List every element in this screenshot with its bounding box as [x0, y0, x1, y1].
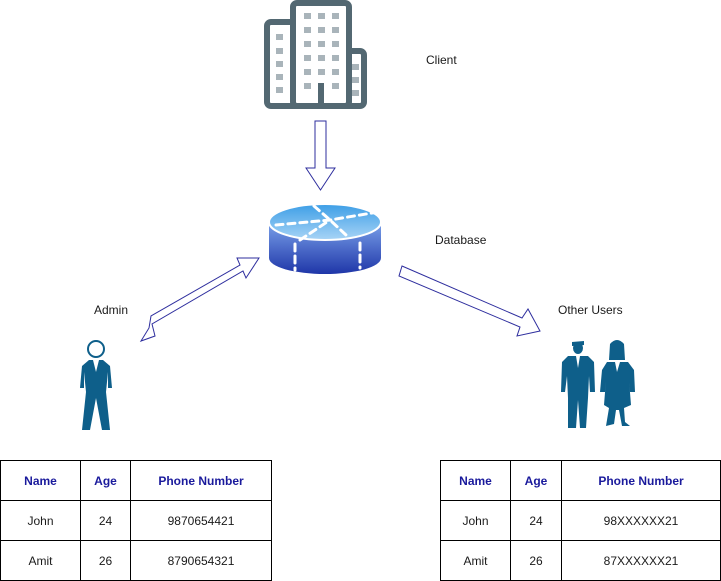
businesswoman-figure	[600, 340, 635, 426]
businessman-figure	[561, 341, 595, 428]
cell-age: 26	[80, 540, 131, 581]
admin-label: Admin	[94, 303, 129, 317]
cell-name: John	[0, 500, 81, 541]
header-age: Age	[80, 460, 131, 501]
other-users-label: Other Users	[558, 303, 623, 317]
cell-phone: 98XXXXXX21	[561, 500, 721, 541]
table-row: Amit 26 87XXXXXX21	[440, 540, 721, 581]
header-name: Name	[440, 460, 511, 501]
cell-age: 24	[80, 500, 131, 541]
arrow-admin-database	[139, 257, 260, 342]
database-label: Database	[435, 233, 487, 247]
cell-name: Amit	[440, 540, 511, 581]
cell-phone: 9870654421	[130, 500, 272, 541]
client-building	[264, 0, 367, 109]
cell-name: John	[440, 500, 511, 541]
header-phone: Phone Number	[561, 460, 721, 501]
table-row: John 24 9870654421	[0, 500, 272, 541]
table-header-row: Name Age Phone Number	[0, 460, 272, 501]
cell-phone: 87XXXXXX21	[561, 540, 721, 581]
arrow-database-to-other-users	[398, 265, 541, 337]
other-users-table: Name Age Phone Number John 24 98XXXXXX21…	[440, 460, 721, 581]
table-header-row: Name Age Phone Number	[440, 460, 721, 501]
arrow-client-to-database	[305, 120, 336, 191]
header-age: Age	[510, 460, 562, 501]
admin-table: Name Age Phone Number John 24 9870654421…	[0, 460, 272, 581]
cell-age: 26	[510, 540, 562, 581]
header-phone: Phone Number	[130, 460, 272, 501]
client-label: Client	[426, 53, 457, 67]
table-row: John 24 98XXXXXX21	[440, 500, 721, 541]
cell-phone: 8790654321	[130, 540, 272, 581]
table-row: Amit 26 8790654321	[0, 540, 272, 581]
cell-name: Amit	[0, 540, 81, 581]
cell-age: 24	[510, 500, 562, 541]
header-name: Name	[0, 460, 81, 501]
